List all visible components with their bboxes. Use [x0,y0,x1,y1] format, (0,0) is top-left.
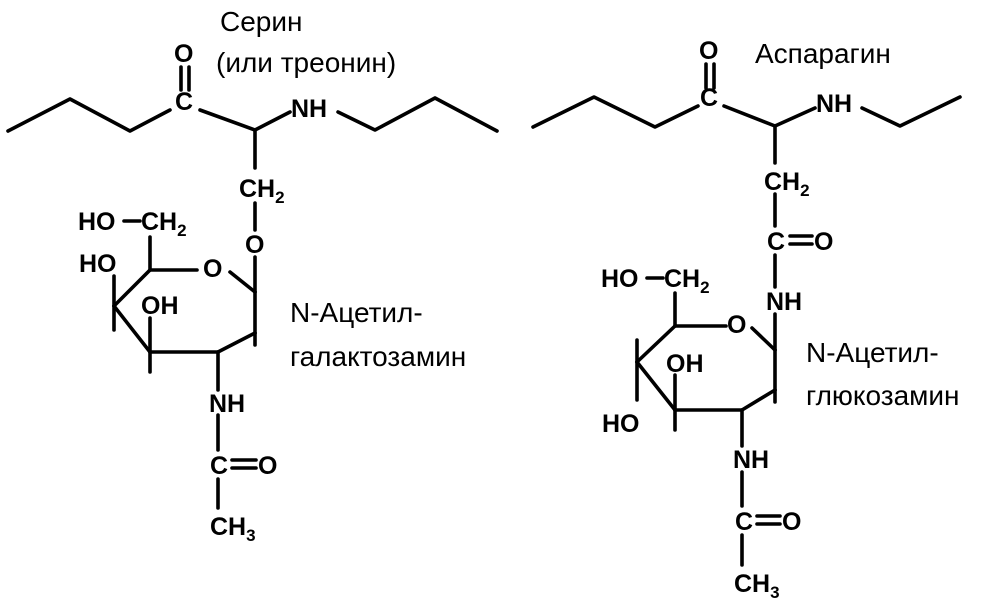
asparagine-amide-c: C [767,228,785,256]
serine-calpha-to-nh [253,110,292,132]
glcnac-acetyl-o: O [782,508,801,536]
galnac-oh-c4: OH [141,292,179,320]
glcnac-ch3: CH3 [734,570,780,602]
glcnac-oh-c4: OH [666,350,704,378]
galnac-ring-o: O [203,255,222,283]
serine-ch2: CH2 [239,175,285,207]
galnac-acetyl-c: C [210,452,228,480]
glcnac-nh: NH [733,446,769,474]
glcnac-label-line2: глюкозамин [806,380,960,411]
galnac-label-line2: галактозамин [290,341,466,372]
serine-carbonyl-o: O [174,40,193,68]
serine-label-threonine: (или треонин) [216,47,396,78]
galnac-ch3: CH3 [210,513,256,545]
asparagine-nh: NH [816,90,852,118]
galnac-ring-c5-c6 [112,268,152,308]
glcnac-ring-c4-c5 [635,360,677,412]
asparagine-calpha-to-nh [773,106,817,128]
galnac-ho: HO [78,208,116,236]
galnac-ring-c2-c3 [216,331,257,354]
serine-galnac-structure: O C NH CH2 O O HO CH2 HO OH NH C O CH3 С… [6,6,499,545]
serine-label: Серин [220,6,302,37]
serine-carbonyl-c: C [175,88,193,116]
serine-nh: NH [291,95,327,123]
asparagine-carbonyl-o: O [699,37,718,65]
galnac-label-line1: N-Ацетил- [290,297,423,328]
glcnac-ring-c5-c6 [635,324,677,364]
galnac-ring-o-c1 [228,270,257,294]
asparagine-carbonyl-to-calpha [722,104,777,128]
asparagine-amide-o: O [814,228,833,256]
asparagine-right-chain [860,95,962,128]
serine-left-chain [6,97,172,133]
galnac-ho-c5: HO [79,250,117,278]
galnac-acetyl-o: O [258,452,277,480]
serine-carbonyl-to-calpha [198,108,257,132]
asparagine-left-chain [531,95,700,129]
glcnac-ring-o-c1 [750,326,777,352]
asparagine-amide-nh: NH [766,288,802,316]
glcnac-ring-o: O [727,311,746,339]
glcnac-ch2: CH2 [664,265,710,297]
glcnac-ring-c2-c3 [740,388,777,412]
asparagine-ch2: CH2 [764,168,810,200]
serine-glycosidic-o: O [245,231,264,259]
asparagine-glcnac-structure: O C NH CH2 C O NH O HO CH2 OH HO NH C O … [531,37,962,602]
asparagine-carbonyl-c: C [700,84,718,112]
glcnac-label-line1: N-Ацетил- [806,337,939,368]
galnac-nh: NH [209,390,245,418]
galnac-ring-c4-c5 [112,304,152,354]
glcnac-ho: HO [601,265,639,293]
glcnac-ho-c5: HO [602,410,640,438]
asparagine-label: Аспарагин [755,38,891,69]
serine-right-chain [336,96,499,133]
galnac-ch2: CH2 [141,208,187,240]
glcnac-acetyl-c: C [735,508,753,536]
